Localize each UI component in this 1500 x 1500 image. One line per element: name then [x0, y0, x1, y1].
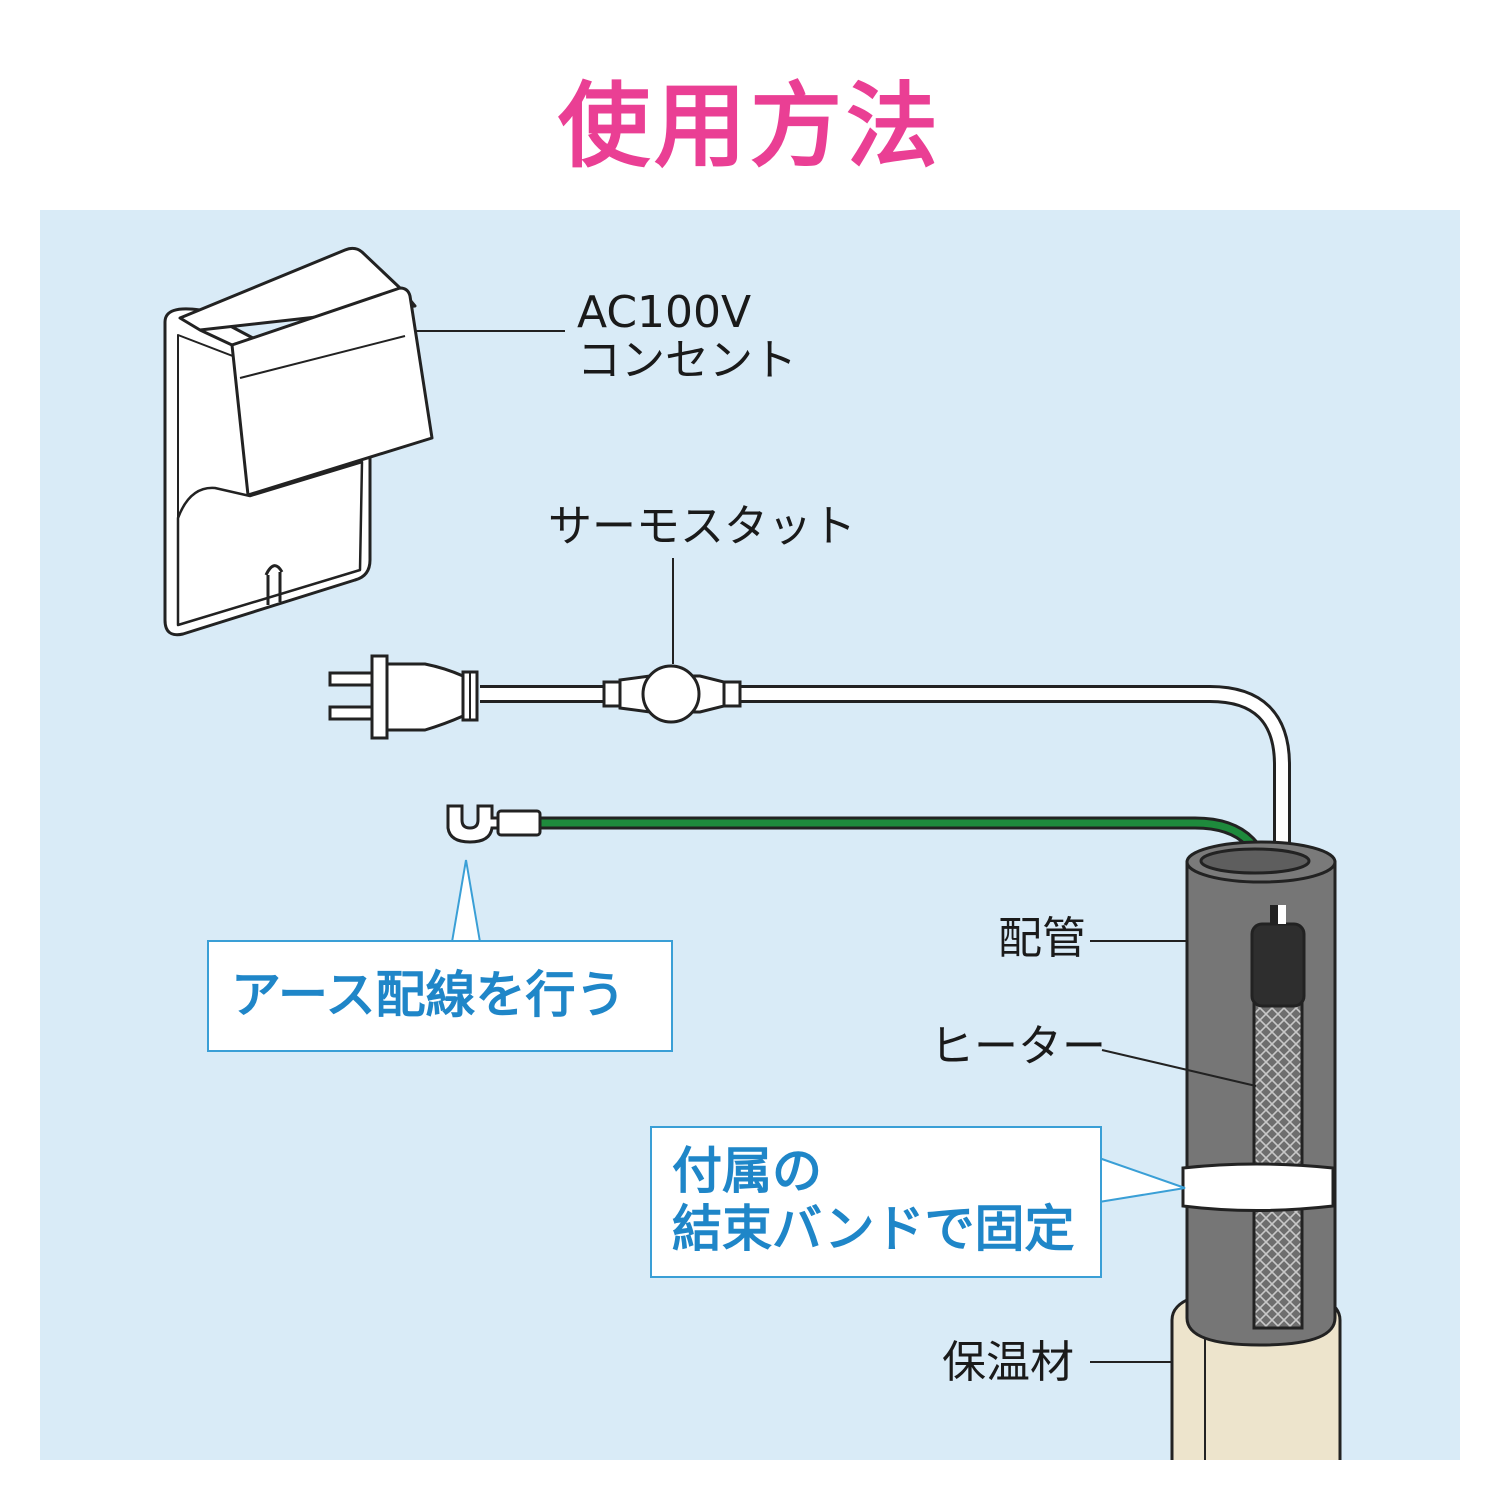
plug-icon	[328, 654, 479, 740]
insulation-label: 保温材	[942, 1337, 1074, 1388]
heater-icon	[1250, 905, 1306, 1330]
band-callout-line2: 結束バンドで固定	[672, 1200, 1075, 1258]
band-callout-pointer	[1098, 1157, 1186, 1203]
earth-callout: アース配線を行う	[207, 940, 673, 1052]
outlet-label-line2: コンセント	[577, 335, 797, 386]
thermostat-label: サーモスタット	[548, 501, 856, 552]
page-title: 使用方法	[557, 73, 942, 180]
band-callout-line1: 付属の	[672, 1142, 822, 1200]
band-callout: 付属の 結束バンドで固定	[650, 1126, 1102, 1278]
band-icon	[1181, 1162, 1335, 1212]
outlet-label-line1: AC100V	[577, 287, 752, 338]
earth-wire-outline	[540, 816, 1275, 925]
earth-wire	[540, 819, 1272, 925]
earth-callout-pointer	[451, 859, 481, 943]
power-cord-outline	[480, 685, 1291, 920]
earth-terminal-icon	[446, 804, 542, 844]
power-cord	[480, 688, 1288, 920]
thermostat-icon	[602, 664, 742, 724]
outlet-icon	[163, 246, 434, 637]
pipe-label: 配管	[998, 913, 1086, 964]
earth-callout-text: アース配線を行う	[231, 966, 626, 1024]
heater-leader	[1101, 1049, 1257, 1087]
heater-label: ヒーター	[930, 1021, 1106, 1072]
